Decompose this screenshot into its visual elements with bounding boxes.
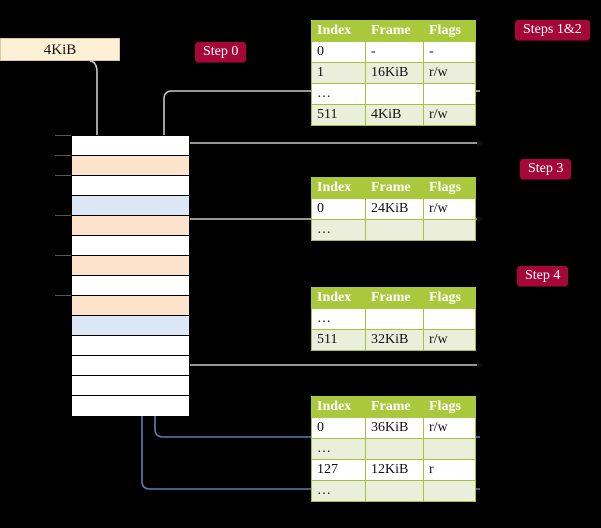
step-chip-step4: Step 4 bbox=[517, 266, 569, 286]
table-edge-arrows bbox=[477, 139, 484, 369]
column-header-flags: Flags bbox=[423, 20, 476, 42]
memory-frame-row bbox=[72, 356, 189, 376]
column-header-index: Index bbox=[311, 396, 366, 418]
column-header-flags: Flags bbox=[423, 287, 476, 309]
memory-frame-row bbox=[72, 276, 189, 296]
table-cell: … bbox=[311, 438, 366, 460]
table-cell bbox=[365, 438, 424, 460]
table-cell bbox=[423, 438, 476, 460]
memory-frame-row bbox=[72, 376, 189, 396]
source-frame-box: 4KiB bbox=[0, 38, 120, 61]
column-header-frame: Frame bbox=[365, 396, 424, 418]
table-cell: … bbox=[311, 219, 366, 241]
step-chip-step0: Step 0 bbox=[195, 42, 247, 62]
memory-tick bbox=[55, 135, 71, 136]
table-cell: - bbox=[365, 41, 424, 63]
column-header-index: Index bbox=[311, 287, 366, 309]
table-cell: - bbox=[423, 41, 476, 63]
memory-tick bbox=[55, 295, 71, 296]
table-cell: 0 bbox=[311, 198, 366, 220]
table-cell: 511 bbox=[311, 104, 366, 126]
table-row: 0-- bbox=[311, 41, 476, 63]
table-cell: 511 bbox=[311, 329, 366, 351]
source-frame-label: 4KiB bbox=[43, 42, 77, 58]
table-cell bbox=[365, 219, 424, 241]
table-cell: 1 bbox=[311, 62, 366, 84]
memory-tick bbox=[55, 215, 71, 216]
table-cell: 0 bbox=[311, 41, 366, 63]
table-cell: … bbox=[311, 308, 366, 330]
table-cell bbox=[423, 480, 476, 502]
table-row: … bbox=[311, 480, 476, 502]
memory-frame-row bbox=[72, 256, 189, 276]
physical-memory-column bbox=[71, 135, 190, 416]
memory-tick bbox=[55, 175, 71, 176]
table-cell bbox=[365, 83, 424, 105]
memory-frame-row bbox=[72, 196, 189, 216]
table-row: … bbox=[311, 219, 476, 241]
table-cell: 0 bbox=[311, 417, 366, 439]
table-cell bbox=[423, 83, 476, 105]
table-cell: 12KiB bbox=[365, 459, 424, 481]
memory-frame-row bbox=[72, 296, 189, 316]
table-cell: 16KiB bbox=[365, 62, 424, 84]
table-cell bbox=[365, 480, 424, 502]
memory-frame-row bbox=[72, 396, 189, 416]
memory-frame-row bbox=[72, 216, 189, 236]
table-cell: r/w bbox=[423, 198, 476, 220]
column-header-flags: Flags bbox=[423, 177, 476, 199]
memory-tick bbox=[55, 155, 71, 156]
table-cell: r bbox=[423, 459, 476, 481]
table-cell: … bbox=[311, 83, 366, 105]
table-cell bbox=[365, 308, 424, 330]
memory-frame-row bbox=[72, 136, 189, 156]
memory-frame-row bbox=[72, 316, 189, 336]
column-header-frame: Frame bbox=[365, 177, 424, 199]
table-cell: 32KiB bbox=[365, 329, 424, 351]
step-chip-step3: Step 3 bbox=[520, 159, 572, 179]
table-cell: r/w bbox=[423, 329, 476, 351]
step-chip-steps12: Steps 1&2 bbox=[515, 20, 590, 40]
column-header-frame: Frame bbox=[365, 287, 424, 309]
table-cell bbox=[423, 219, 476, 241]
table-row: … bbox=[311, 438, 476, 460]
memory-frame-row bbox=[72, 336, 189, 356]
memory-frame-row bbox=[72, 176, 189, 196]
table-cell bbox=[423, 308, 476, 330]
table-cell: … bbox=[311, 480, 366, 502]
table-cell: 4KiB bbox=[365, 104, 424, 126]
memory-tick bbox=[55, 255, 71, 256]
table-cell: r/w bbox=[423, 417, 476, 439]
column-header-frame: Frame bbox=[365, 20, 424, 42]
column-header-index: Index bbox=[311, 177, 366, 199]
table-row: … bbox=[311, 83, 476, 105]
table-row: … bbox=[311, 308, 476, 330]
table-cell: r/w bbox=[423, 62, 476, 84]
column-header-index: Index bbox=[311, 20, 366, 42]
table-cell: r/w bbox=[423, 104, 476, 126]
table-cell: 127 bbox=[311, 459, 366, 481]
column-header-flags: Flags bbox=[423, 396, 476, 418]
memory-frame-row bbox=[72, 236, 189, 256]
table-cell: 24KiB bbox=[365, 198, 424, 220]
memory-frame-row bbox=[72, 156, 189, 176]
table-cell: 36KiB bbox=[365, 417, 424, 439]
